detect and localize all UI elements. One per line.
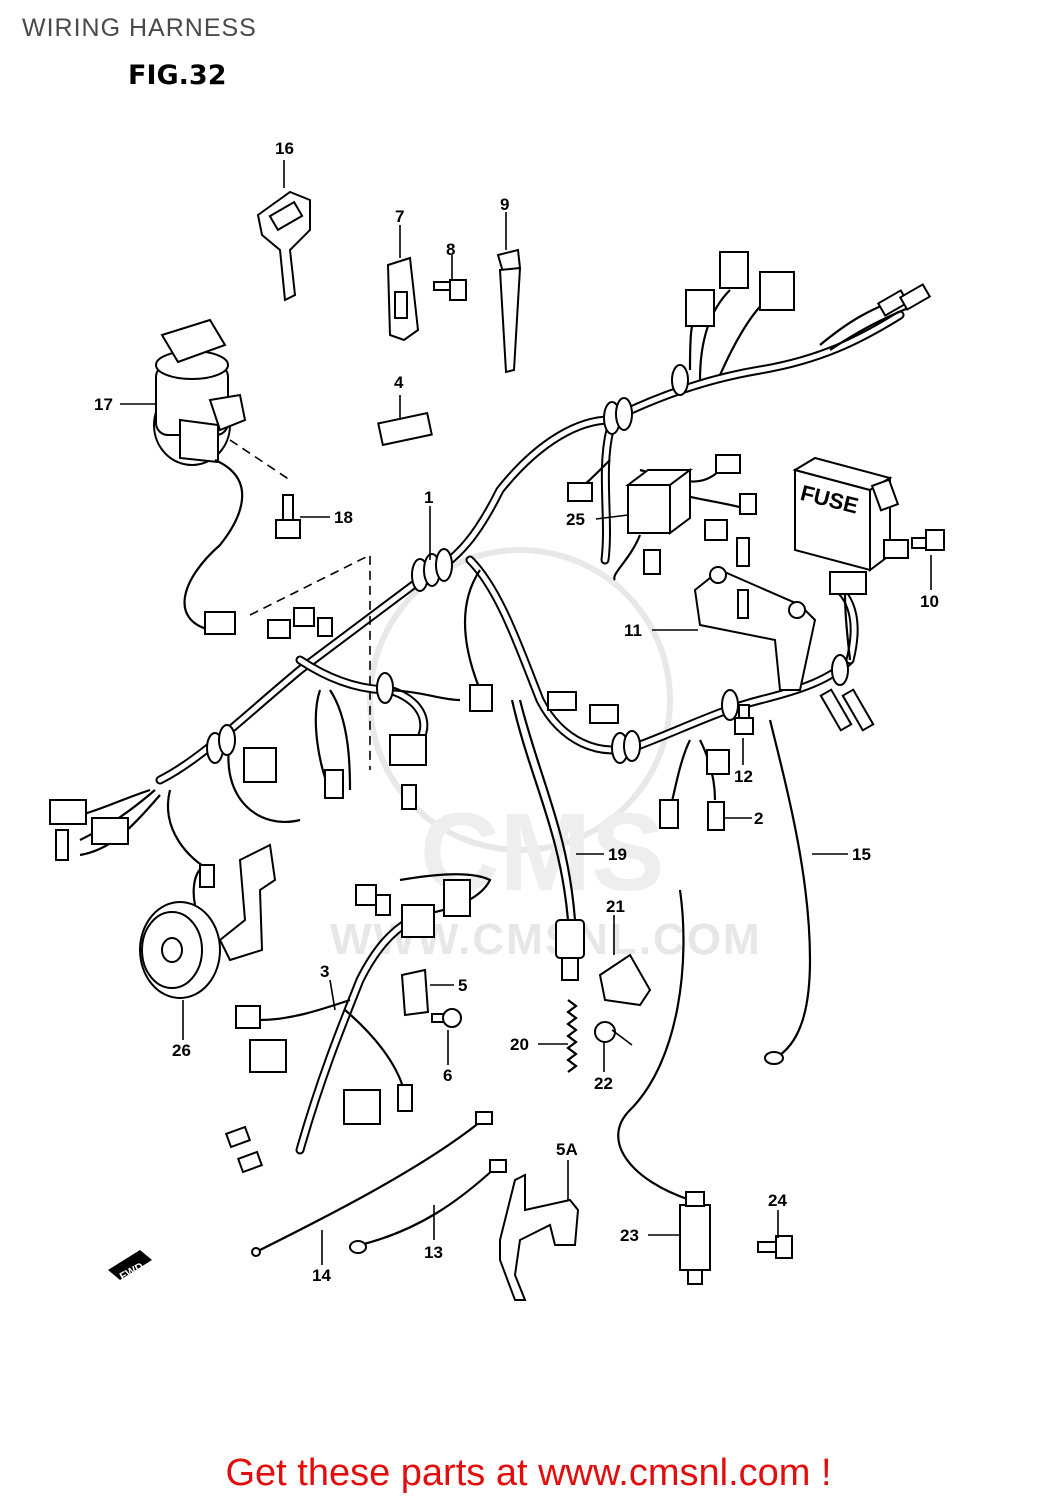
part-22-screw bbox=[594, 1021, 633, 1046]
figure-label: FIG.32 bbox=[128, 60, 227, 91]
label-7: 7 bbox=[395, 207, 404, 226]
label-8: 8 bbox=[446, 240, 455, 259]
label-20: 20 bbox=[510, 1035, 529, 1054]
label-17: 17 bbox=[94, 395, 113, 414]
label-15: 15 bbox=[852, 845, 871, 864]
label-6: 6 bbox=[443, 1066, 452, 1085]
label-14: 14 bbox=[312, 1266, 331, 1285]
part-26-horn bbox=[139, 843, 277, 999]
label-13: 13 bbox=[424, 1243, 443, 1262]
label-24: 24 bbox=[768, 1191, 787, 1210]
part-21-cover bbox=[598, 953, 652, 1007]
part-2-connector bbox=[707, 801, 725, 831]
label-4: 4 bbox=[394, 373, 404, 392]
label-3: 3 bbox=[320, 962, 329, 981]
label-22: 22 bbox=[594, 1074, 613, 1093]
part-7-bracket bbox=[386, 256, 420, 342]
part-9-clamp bbox=[496, 248, 522, 374]
part-8-bolt bbox=[433, 279, 467, 301]
part-16-key bbox=[256, 190, 311, 302]
part-13-wire bbox=[349, 1159, 507, 1254]
harness-connectors bbox=[49, 251, 932, 861]
part-15-ground-wire bbox=[768, 719, 812, 1056]
part-5a-bracket bbox=[499, 1173, 580, 1301]
label-26: 26 bbox=[172, 1041, 191, 1060]
part-23-sensor bbox=[617, 889, 711, 1285]
label-21: 21 bbox=[606, 897, 625, 916]
label-11: 11 bbox=[624, 621, 642, 640]
part-number-labels: 16 7 8 9 4 17 18 1 25 10 11 12 2 15 19 2… bbox=[94, 139, 939, 1285]
label-23: 23 bbox=[620, 1226, 639, 1245]
part-10-bolt bbox=[911, 529, 945, 551]
label-1: 1 bbox=[424, 488, 433, 507]
page-title: WIRING HARNESS bbox=[22, 14, 257, 42]
part-25-relay bbox=[613, 468, 693, 581]
part-20-spring bbox=[566, 999, 578, 1073]
fuse-box: FUSE bbox=[792, 456, 909, 661]
part-14-wire bbox=[251, 1111, 493, 1257]
harness-ring-group bbox=[206, 364, 849, 764]
part-5-clip bbox=[400, 968, 430, 1017]
label-19: 19 bbox=[608, 845, 627, 864]
part-6-screw bbox=[431, 1008, 462, 1028]
footer-cta-link[interactable]: Get these parts at www.cmsnl.com ! bbox=[225, 1452, 832, 1494]
label-10: 10 bbox=[920, 592, 939, 611]
label-5: 5 bbox=[458, 976, 467, 995]
part-19-switch bbox=[510, 699, 585, 981]
label-18: 18 bbox=[334, 508, 353, 527]
label-2: 2 bbox=[754, 809, 763, 828]
part-18-screw bbox=[275, 494, 301, 539]
leader-lines bbox=[120, 160, 932, 1265]
label-16: 16 bbox=[275, 139, 294, 158]
part-24-bolt bbox=[757, 1235, 793, 1259]
label-9: 9 bbox=[500, 195, 509, 214]
forward-arrow: FWD bbox=[108, 1250, 152, 1283]
label-25: 25 bbox=[566, 510, 585, 529]
part-4-pad bbox=[377, 411, 433, 447]
part-12-bolt bbox=[734, 704, 754, 735]
part-3-sub-harness bbox=[224, 873, 492, 1174]
part-11-bracket bbox=[693, 566, 817, 691]
part-17-ignition-switch bbox=[153, 318, 247, 635]
label-12: 12 bbox=[734, 767, 753, 786]
label-5a: 5A bbox=[556, 1140, 578, 1159]
